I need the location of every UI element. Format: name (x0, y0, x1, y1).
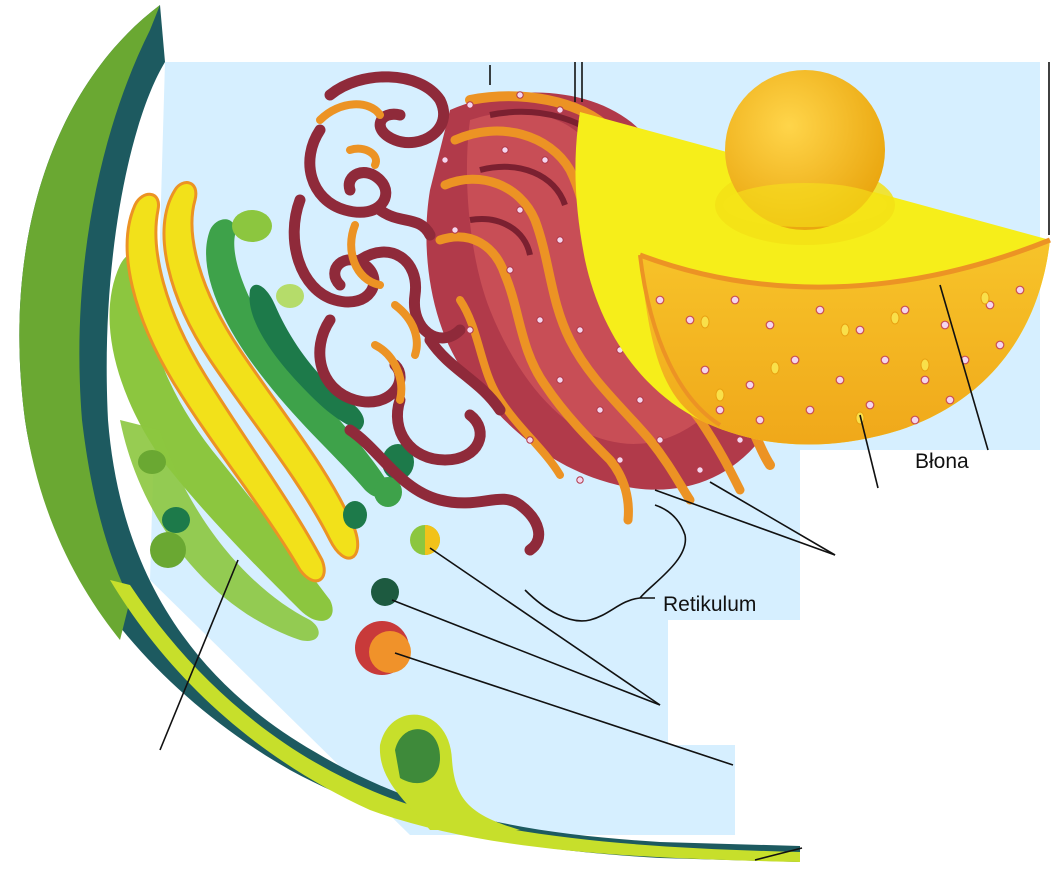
label-leader-lines (159, 62, 1050, 861)
cell-membrane (19, 5, 800, 862)
leader-line-er-b (709, 481, 836, 556)
leader-line-vesicle-c (394, 652, 734, 766)
leader-line-vesicle-b (391, 599, 661, 706)
leader-line-membrane (939, 284, 989, 451)
leader-line-golgi (159, 559, 239, 751)
leader-line-vesicle-a (429, 547, 661, 706)
vesicles (355, 525, 440, 675)
leader-line-pore (859, 414, 879, 489)
membrane-label: Błona (915, 450, 969, 473)
reticulum-bracket (524, 504, 687, 622)
nucleus (575, 70, 1051, 445)
leader-line-er-a (654, 489, 836, 556)
leader-line-bottom (754, 847, 803, 861)
reticulum-label: Retikulum (663, 593, 757, 616)
